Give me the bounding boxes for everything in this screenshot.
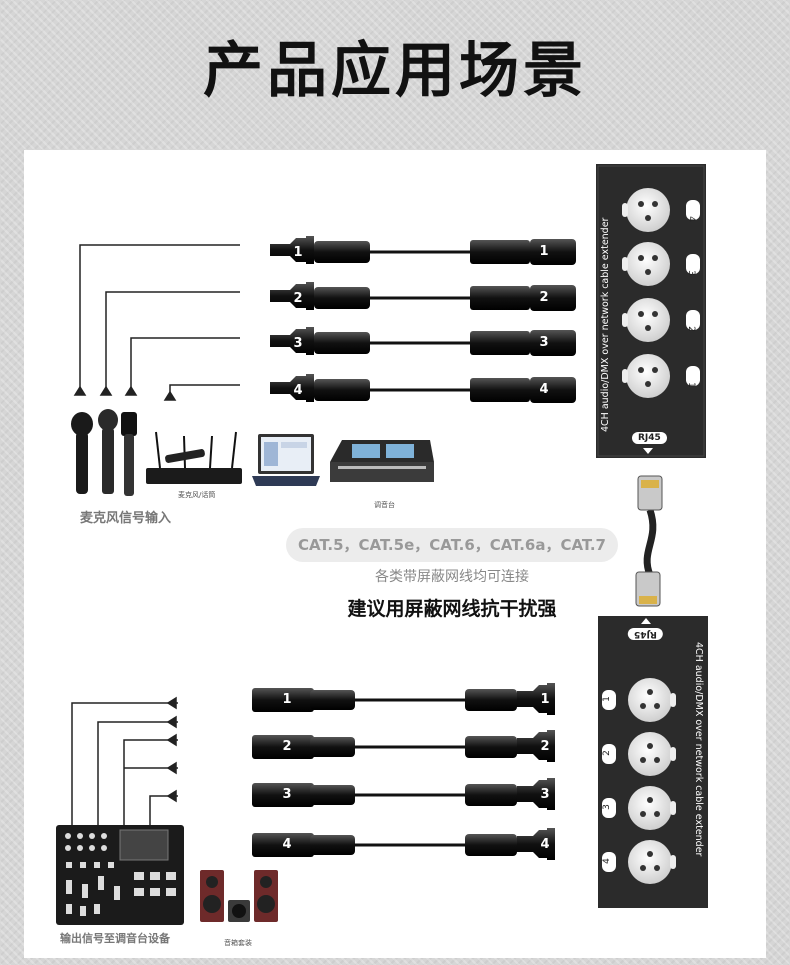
input-caption: 麦克风信号输入 (80, 507, 171, 526)
bottom-cable-1 (252, 683, 555, 715)
top-cable-1 (270, 236, 576, 265)
top-cable-3-right-number: 3 (535, 333, 553, 353)
mixer-sublabel: 调音台 (374, 500, 395, 510)
bottom-jack-tag-4: 4 (602, 858, 612, 864)
bottom-cable-4-right-number: 4 (536, 835, 554, 855)
top-jack-tag-4: 1 (686, 382, 696, 388)
bottom-cable-3-right-number: 3 (536, 785, 554, 805)
speaker-sublabel: 音箱套装 (224, 938, 252, 948)
bottom-cables (252, 683, 555, 860)
laptop (252, 434, 320, 486)
top-cable-1-right-number: 1 (535, 242, 553, 262)
top-cable-2-left-number: 2 (289, 289, 307, 309)
bottom-cable-1-right-number: 1 (536, 690, 554, 710)
top-cable-2-right-number: 2 (535, 288, 553, 308)
output-signal-lines (72, 698, 178, 825)
bottom-cable-2-right-number: 2 (536, 737, 554, 757)
bottom-cable-1-left-number: 1 (278, 690, 296, 710)
wireless-receiver (146, 432, 242, 484)
bottom-cable-2 (252, 730, 555, 762)
bottom-rj45-label: RJ45 (628, 628, 663, 640)
top-rj45-label: RJ45 (632, 432, 667, 444)
top-cable-2 (270, 282, 576, 311)
bottom-device-label: 4CH audio/DMX over network cable extende… (693, 642, 704, 856)
top-cable-4-right-number: 4 (535, 380, 553, 400)
mixing-console (330, 440, 434, 482)
recommendation-text: 建议用屏蔽网线抗干扰强 (286, 594, 618, 621)
top-cable-3-left-number: 3 (289, 334, 307, 354)
top-cable-1-left-number: 1 (289, 243, 307, 263)
speaker-set (200, 870, 278, 922)
top-jack-tag-2: 3 (686, 270, 696, 276)
top-device-label: 4CH audio/DMX over network cable extende… (600, 218, 611, 432)
top-cables (270, 236, 576, 403)
top-cable-4 (270, 374, 576, 403)
microphone-sublabel: 麦克风/话筒 (178, 490, 215, 500)
bottom-jack-tag-3: 3 (602, 804, 612, 810)
bottom-cable-3-left-number: 3 (278, 785, 296, 805)
rj45-patch-cable (636, 476, 662, 606)
output-mixer (56, 825, 184, 925)
bottom-jack-tag-2: 2 (602, 750, 612, 756)
top-cable-4-left-number: 4 (289, 381, 307, 401)
cable-note: 各类带屏蔽网线均可连接 (286, 566, 618, 586)
bottom-cable-3 (252, 778, 555, 810)
top-jack-tag-3: 2 (686, 326, 696, 332)
top-cable-3 (270, 327, 576, 356)
input-signal-lines (75, 245, 240, 400)
bottom-cable-4-left-number: 4 (278, 835, 296, 855)
microphones (71, 409, 137, 496)
bottom-jack-tag-1: 1 (602, 696, 612, 702)
output-caption: 输出信号至调音台设备 (60, 930, 170, 946)
top-jack-tag-1: 4 (686, 216, 696, 222)
bottom-cable-2-left-number: 2 (278, 737, 296, 757)
cable-types-badge: CAT.5，CAT.5e，CAT.6，CAT.6a，CAT.7 (286, 528, 618, 562)
bottom-cable-4 (252, 828, 555, 860)
